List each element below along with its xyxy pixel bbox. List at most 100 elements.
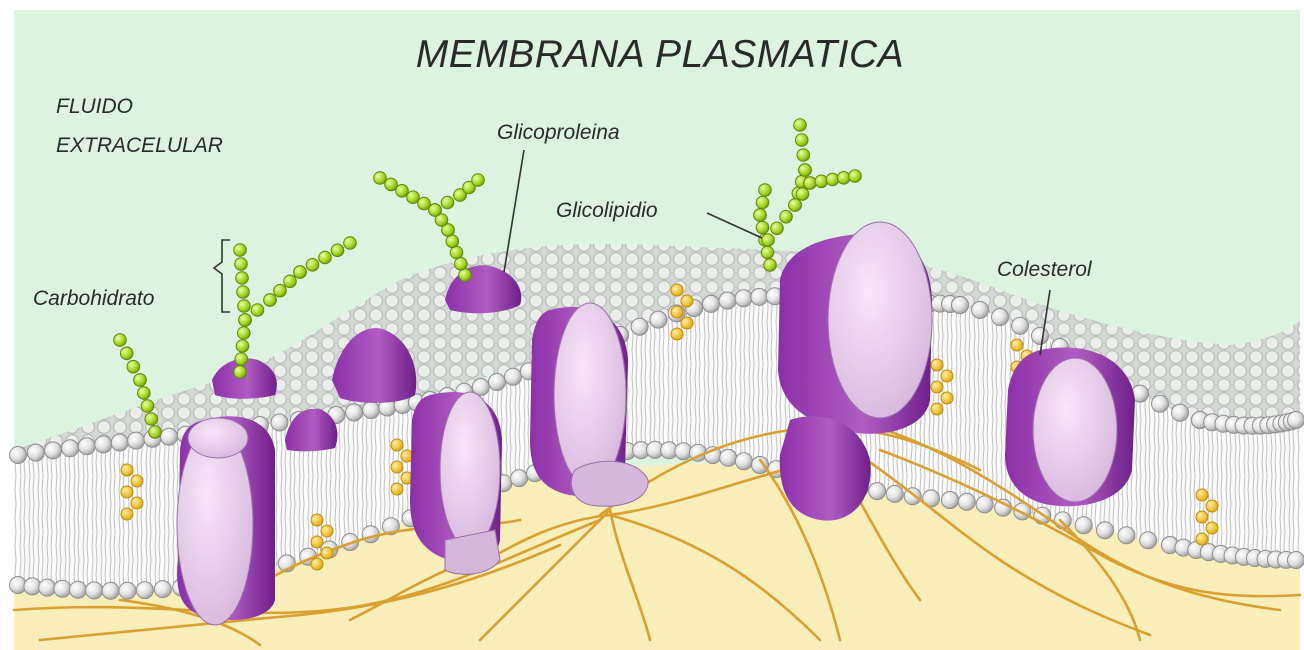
sugar-bead: [794, 119, 807, 132]
sugar-bead: [385, 178, 398, 191]
sugar-bead: [344, 237, 357, 250]
sugar-bead: [849, 170, 862, 183]
phospholipid-head: [703, 295, 720, 312]
cholesterol-ring: [671, 284, 683, 296]
cholesterol-ring: [671, 328, 683, 340]
cholesterol-ring: [391, 461, 403, 473]
sugar-bead: [237, 286, 250, 299]
sugar-bead: [141, 400, 154, 413]
sugar-bead: [797, 149, 810, 162]
sugar-bead: [754, 209, 767, 222]
sugar-bead: [235, 258, 248, 271]
sugar-bead: [239, 314, 252, 327]
sugar-bead: [418, 197, 431, 210]
sugar-bead: [771, 222, 784, 235]
cholesterol-ring: [941, 392, 953, 404]
phospholipid-head: [1140, 532, 1157, 549]
sugar-bead: [796, 188, 809, 201]
phospholipid-head: [735, 453, 752, 470]
phospholipid-head: [346, 404, 363, 421]
phospholipid-head: [1152, 395, 1169, 412]
integral-protein-1: [177, 416, 275, 625]
phospholipid-head: [1097, 522, 1114, 539]
cholesterol-ring: [321, 547, 333, 559]
cholesterol-ring: [1011, 339, 1023, 351]
sugar-bead: [789, 199, 802, 212]
phospholipid-head: [650, 311, 667, 328]
phospholipid-head: [719, 292, 736, 309]
cholesterol-ring: [311, 536, 323, 548]
phospholipid-head: [363, 402, 380, 419]
sugar-bead: [455, 258, 468, 271]
phospholipid-head: [39, 579, 56, 596]
phospholipid-head: [119, 582, 136, 599]
phospholipid-head: [1054, 512, 1071, 529]
sugar-bead: [120, 347, 133, 360]
phospholipid-head: [511, 470, 528, 487]
sugar-bead: [799, 164, 812, 177]
cholesterol-ring: [131, 475, 143, 487]
cholesterol-ring: [1206, 522, 1218, 534]
diagram-title: MEMBRANA PLASMATICA: [416, 33, 904, 76]
phospholipid-head: [1288, 552, 1304, 569]
sugar-bead: [761, 246, 774, 259]
phospholipid-head: [70, 581, 87, 598]
sugar-bead: [238, 327, 251, 340]
phospholipid-head: [958, 493, 975, 510]
sugar-bead: [759, 184, 772, 197]
sugar-bead: [764, 259, 777, 272]
cholesterol-ring: [121, 464, 133, 476]
cholesterol-ring: [681, 295, 693, 307]
sugar-bead: [446, 235, 459, 248]
cholesterol-ring: [681, 317, 693, 329]
sugar-bead: [264, 294, 277, 307]
phospholipid-head: [972, 301, 989, 318]
sugar-bead: [441, 196, 454, 209]
cholesterol-ring: [121, 486, 133, 498]
extracellular-fluid-label-line1: FLUIDO: [56, 95, 133, 118]
sugar-bead: [762, 234, 775, 247]
phospholipid-head: [505, 368, 522, 385]
sugar-bead: [804, 177, 817, 190]
sugar-bead: [251, 304, 264, 317]
cholesterol-ring: [931, 403, 943, 415]
phospholipid-head: [27, 444, 44, 461]
phospholipid-head: [128, 432, 145, 449]
sugar-bead: [826, 173, 839, 186]
phospholipid-head: [1288, 412, 1304, 429]
phospholipid-head: [161, 428, 178, 445]
phospholipid-head: [54, 580, 71, 597]
sugar-bead: [234, 366, 247, 379]
sugar-bead: [429, 204, 442, 217]
extracellular-fluid-label-line2: EXTRACELULAR: [56, 134, 223, 157]
sugar-bead: [234, 244, 247, 257]
phospholipid-head: [154, 581, 171, 598]
phospholipid-head: [111, 434, 128, 451]
sugar-bead: [472, 174, 485, 187]
carbohydrate-label: Carbohidrato: [33, 287, 155, 310]
sugar-bead: [815, 175, 828, 188]
phospholipid-head: [720, 449, 737, 466]
phospholipid-head: [271, 414, 288, 431]
sugar-bead: [235, 353, 248, 366]
phospholipid-head: [78, 438, 95, 455]
cholesterol-ring: [1196, 511, 1208, 523]
glycolipid-label: Glicolipidio: [556, 199, 658, 222]
phospholipid-head: [86, 582, 103, 599]
cholesterol-ring: [121, 508, 133, 520]
sugar-bead: [838, 172, 851, 185]
phospholipid-head: [735, 290, 752, 307]
phospholipid-head: [95, 436, 112, 453]
sugar-bead: [284, 275, 297, 288]
sugar-bead: [756, 221, 769, 234]
phospholipid-head: [45, 442, 62, 459]
phospholipid-head: [942, 492, 959, 509]
sugar-bead: [134, 374, 147, 387]
sugar-bead: [238, 300, 251, 313]
phospholipid-head: [489, 374, 506, 391]
cholesterol-ring: [321, 525, 333, 537]
cholesterol-ring: [931, 381, 943, 393]
phospholipid-head: [1075, 517, 1092, 534]
sugar-bead: [114, 334, 127, 347]
